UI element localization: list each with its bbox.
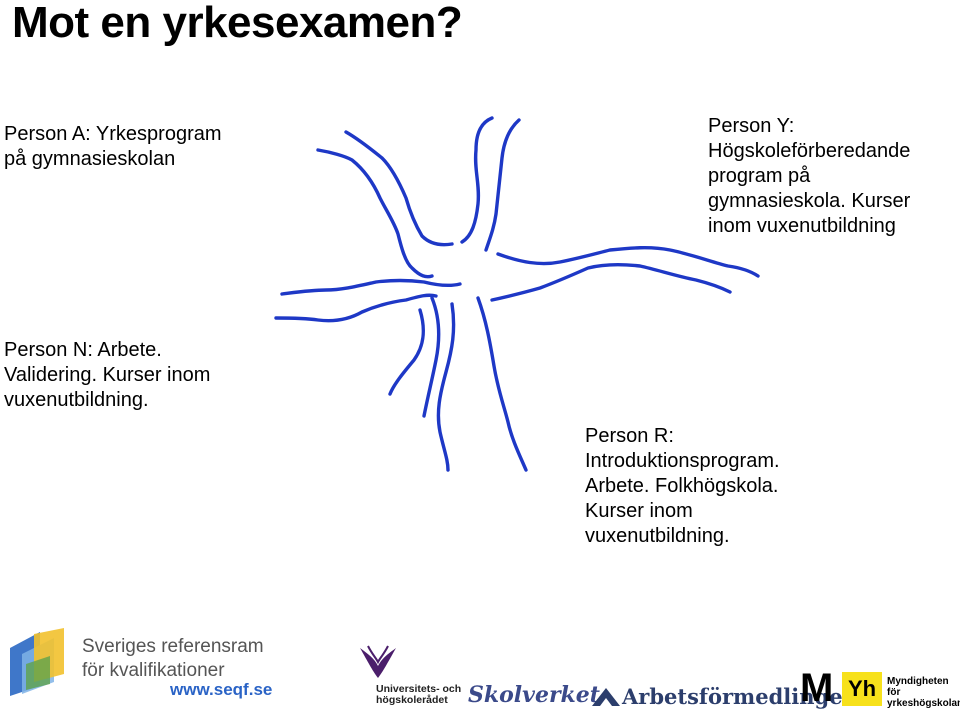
- seqf-name-line2: för kvalifikationer: [82, 660, 225, 681]
- path-left-lower: [274, 293, 438, 323]
- path-down-right: [476, 296, 528, 472]
- myh-yh-mark: Yh: [842, 672, 882, 706]
- myh-m-mark: M: [800, 666, 834, 710]
- path-a-outer: [316, 148, 434, 279]
- person-r-label: Person R: Introduktionsprogram. Arbete. …: [585, 425, 780, 547]
- seqf-name-line1: Sveriges referensram: [82, 636, 264, 657]
- path-right-upper: [496, 246, 760, 278]
- seqf-logo-icon: [10, 628, 64, 696]
- seqf-url-link[interactable]: www.seqf.se: [170, 680, 273, 699]
- path-left-upper: [280, 278, 462, 296]
- arbetsformedlingen-logo: Arbetsförmedlingen: [622, 684, 858, 709]
- path-top-right: [484, 118, 521, 252]
- path-right-lower: [490, 262, 732, 302]
- arbetsformedlingen-logo-icon: [592, 688, 620, 706]
- myh-name: Myndigheten för yrkeshögskolan: [887, 676, 960, 709]
- person-y-label: Person Y: Högskoleförberedande program p…: [708, 115, 911, 237]
- person-n-label: Person N: Arbete. Validering. Kurser ino…: [4, 339, 211, 411]
- pathway-diagram: [274, 116, 760, 472]
- path-top-left: [460, 116, 494, 244]
- path-down-left-inner: [422, 296, 441, 418]
- page-title: Mot en yrkesexamen?: [12, 0, 463, 47]
- path-down-left-outer: [388, 308, 426, 396]
- skolverket-logo: Skolverket: [468, 682, 600, 708]
- path-a-inner: [344, 130, 454, 247]
- uhr-logo-icon: [360, 645, 396, 678]
- footer-logos: Sveriges referensram för kvalifikationer…: [0, 610, 960, 714]
- uhr-name: Universitets- och högskolerådet: [376, 683, 462, 706]
- path-down-center: [436, 302, 456, 472]
- person-a-label: Person A: Yrkesprogram på gymnasieskolan: [4, 123, 222, 170]
